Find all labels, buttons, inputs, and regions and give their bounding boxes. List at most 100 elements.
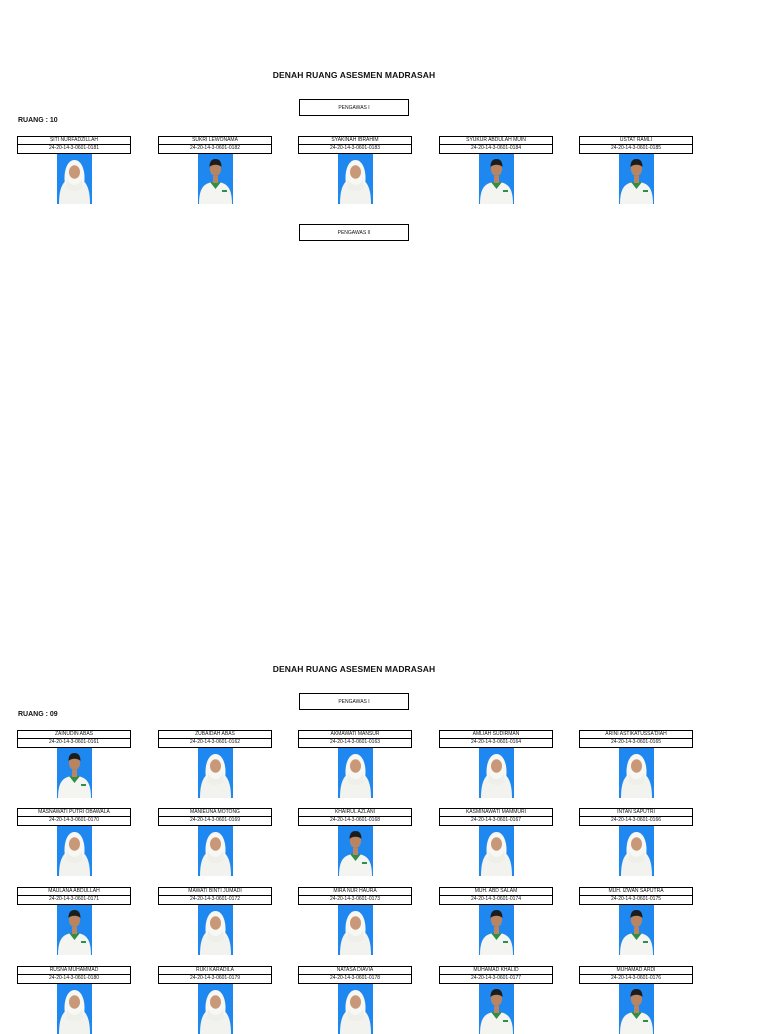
page-title: DENAH RUANG ASESMEN MADRASAH (272, 664, 436, 674)
student-name: KHAIRUL AZLANI (298, 808, 412, 817)
student-photo (337, 826, 373, 876)
exam-number: 24-20-14-3-0601-0167 (439, 817, 553, 826)
page-title: DENAH RUANG ASESMEN MADRASAH (272, 70, 436, 80)
student-name: MIRA NUR HAURA (298, 887, 412, 896)
exam-number: 24-20-14-3-0601-0180 (17, 975, 131, 984)
student-photo (478, 154, 514, 204)
student-photo (197, 826, 233, 876)
exam-number: 24-20-14-3-0601-0175 (579, 896, 693, 905)
exam-number: 24-20-14-3-0601-0185 (579, 145, 693, 154)
exam-number: 24-20-14-3-0601-0163 (298, 739, 412, 748)
student-name: MAWATI BINTI JUMADI (158, 887, 272, 896)
student-name: ZUBAIDAH ABAS (158, 730, 272, 739)
student-name: MASNAWATI PUTRI OBAWALA (17, 808, 131, 817)
student-name: SITI NURFADZILLAH (17, 136, 131, 145)
student-photo (478, 905, 514, 955)
student-name: MUH. IZWAN SAPUTRA (579, 887, 693, 896)
student-photo (618, 984, 654, 1034)
supervisor-2-box: PENGAWAS II (299, 224, 409, 241)
student-photo (197, 984, 233, 1034)
student-name: MUHAMAD KHALID (439, 966, 553, 975)
student-name: USTAT RAMLI (579, 136, 693, 145)
student-name: SYUKUR ABDULAH MUIN (439, 136, 553, 145)
student-photo (56, 984, 92, 1034)
student-photo (618, 826, 654, 876)
exam-number: 24-20-14-3-0601-0171 (17, 896, 131, 905)
student-photo (197, 905, 233, 955)
student-photo (337, 905, 373, 955)
student-photo (56, 826, 92, 876)
student-photo (56, 748, 92, 798)
student-photo (478, 984, 514, 1034)
student-name: SYAKINAH IBRAHIM (298, 136, 412, 145)
exam-number: 24-20-14-3-0601-0161 (17, 739, 131, 748)
student-name: MAULANA ABDULLAH (17, 887, 131, 896)
student-photo (618, 905, 654, 955)
student-name: ZAINUDIN ABAS (17, 730, 131, 739)
student-photo (337, 984, 373, 1034)
student-name: KASMINAWATI MAMMURI (439, 808, 553, 817)
student-name: MANIEUNA MOTONG (158, 808, 272, 817)
exam-number: 24-20-14-3-0601-0178 (298, 975, 412, 984)
student-name: INTAN SAPUTRI (579, 808, 693, 817)
student-name: RUKI KARADILA (158, 966, 272, 975)
exam-number: 24-20-14-3-0601-0172 (158, 896, 272, 905)
exam-number: 24-20-14-3-0601-0170 (17, 817, 131, 826)
exam-number: 24-20-14-3-0601-0164 (439, 739, 553, 748)
exam-number: 24-20-14-3-0601-0174 (439, 896, 553, 905)
exam-number: 24-20-14-3-0601-0179 (158, 975, 272, 984)
student-name: SUKRI LEWONAMA (158, 136, 272, 145)
exam-number: 24-20-14-3-0601-0177 (439, 975, 553, 984)
exam-number: 24-20-14-3-0601-0166 (579, 817, 693, 826)
exam-number: 24-20-14-3-0601-0183 (298, 145, 412, 154)
exam-number: 24-20-14-3-0601-0182 (158, 145, 272, 154)
exam-number: 24-20-14-3-0601-0176 (579, 975, 693, 984)
student-name: AKMAWATI MANSUR (298, 730, 412, 739)
student-photo (197, 748, 233, 798)
student-name: MUH. ABD SALAM (439, 887, 553, 896)
student-name: MUHAMAD ARDI (579, 966, 693, 975)
exam-number: 24-20-14-3-0601-0165 (579, 739, 693, 748)
student-photo (337, 748, 373, 798)
exam-number: 24-20-14-3-0601-0184 (439, 145, 553, 154)
room-label: RUANG : 09 (18, 711, 58, 718)
student-photo (478, 748, 514, 798)
exam-number: 24-20-14-3-0601-0168 (298, 817, 412, 826)
student-photo (337, 154, 373, 204)
exam-number: 24-20-14-3-0601-0181 (17, 145, 131, 154)
supervisor-1-box: PENGAWAS I (299, 99, 409, 116)
student-name: ARINI ASTIKATUSSA'DIAH (579, 730, 693, 739)
room-label: RUANG : 10 (18, 117, 58, 124)
exam-number: 24-20-14-3-0601-0162 (158, 739, 272, 748)
student-photo (56, 154, 92, 204)
student-photo (478, 826, 514, 876)
exam-number: 24-20-14-3-0601-0169 (158, 817, 272, 826)
student-photo (197, 154, 233, 204)
student-photo (618, 154, 654, 204)
student-name: NATASA DIAVIA (298, 966, 412, 975)
student-photo (56, 905, 92, 955)
student-name: RUSNA MUHAMMAD (17, 966, 131, 975)
student-name: AMLIAH SUDIRMAN (439, 730, 553, 739)
student-photo (618, 748, 654, 798)
